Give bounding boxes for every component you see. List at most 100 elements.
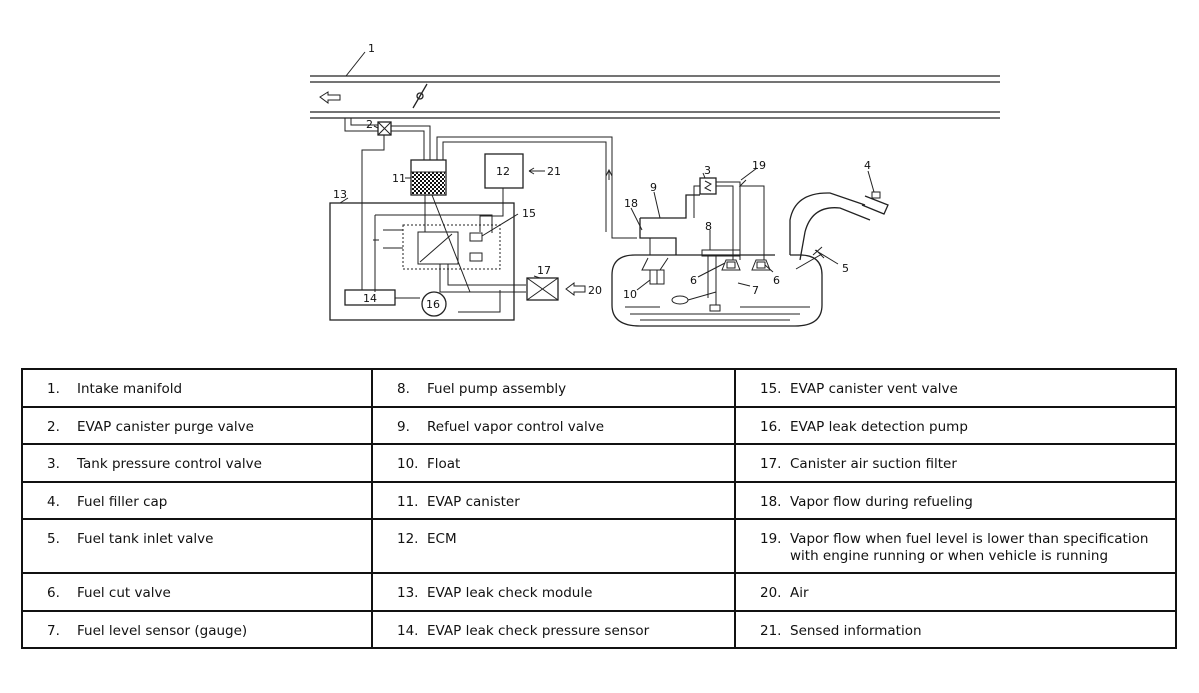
legend-number: 10.	[397, 456, 419, 472]
legend-number: 21.	[760, 622, 782, 639]
legend-number: 20.	[760, 585, 782, 601]
legend-number: 15.	[760, 381, 782, 397]
legend-label: EVAP canister purge valve	[77, 418, 254, 435]
legend-label: Vapor flow during refueling	[790, 493, 973, 510]
legend-number: 13.	[397, 585, 419, 601]
legend-number: 14.	[397, 622, 419, 639]
callout-17: 17	[537, 264, 551, 277]
legend-label: Fuel filler cap	[77, 493, 168, 510]
legend-cell: 19.Vapor flow when fuel level is lower t…	[734, 518, 1177, 574]
legend-number: 7.	[47, 622, 60, 639]
callout-10: 10	[623, 288, 637, 301]
legend-label: Fuel tank inlet valve	[77, 531, 214, 547]
callout-20: 20	[588, 284, 602, 297]
legend-label: EVAP canister	[427, 493, 520, 510]
legend-cell: 5. Fuel tank inlet valve	[21, 518, 373, 574]
callout-9: 9	[650, 181, 657, 194]
evap-canister	[410, 159, 447, 196]
legend-label: Refuel vapor control valve	[427, 418, 605, 435]
legend-cell: 6.Fuel cut valve	[21, 572, 373, 612]
evap-system-diagram: 1 2 3 4 5 6 6 7 8 9 10 11 12 13 14 15 16…	[310, 42, 1000, 327]
legend-label: Sensed information	[790, 622, 922, 639]
air-arrow	[565, 282, 586, 296]
ecm-box	[484, 153, 524, 189]
legend-row: 5. Fuel tank inlet valve 12. ECM 19.Vapor fl…	[21, 518, 1177, 574]
legend-label: Intake manifold	[77, 381, 183, 397]
callout-11: 11	[392, 172, 406, 185]
legend-cell: 21. Sensed information	[734, 609, 1177, 649]
legend-cell: 11. EVAP canister	[371, 480, 736, 520]
legend-number: 8.	[397, 381, 410, 397]
legend-cell: 15. EVAP canister vent valve	[734, 368, 1177, 408]
legend-cell: 8. Fuel pump assembly	[371, 368, 736, 408]
legend-cell: 1. Intake manifold	[21, 368, 373, 408]
callout-6b: 6	[773, 274, 780, 287]
callout-14: 14	[363, 292, 377, 305]
legend-number: 19.	[760, 531, 782, 547]
legend-cell: 16. EVAP leak detection pump	[734, 405, 1177, 445]
legend-row: 4. Fuel filler cap 11. EVAP canister 18. Vapo…	[21, 480, 1177, 520]
callout-1: 1	[368, 42, 375, 55]
legend-table: 1. Intake manifold 8. Fuel pump assembly 15.…	[21, 368, 1177, 649]
legend-cell: 13. EVAP leak check module	[371, 572, 736, 612]
legend-cell: 10. Float	[371, 443, 736, 483]
legend-label: EVAP canister vent valve	[790, 381, 958, 397]
legend-cell: 17. Canister air suction filter	[734, 443, 1177, 483]
legend-label: EVAP leak check module	[427, 585, 593, 601]
legend-number: 2.	[47, 418, 60, 435]
fuel-tank	[611, 254, 823, 327]
purge-valve	[377, 121, 392, 136]
legend-row: 1. Intake manifold 8. Fuel pump assembly 15.…	[21, 368, 1177, 408]
legend-cell: 7. Fuel level sensor (gauge)	[21, 609, 373, 649]
callout-4: 4	[864, 159, 871, 172]
legend-number: 6.	[47, 585, 60, 601]
intake-manifold	[310, 75, 1000, 119]
legend-row: 7. Fuel level sensor (gauge) 14. EVAP leak …	[21, 609, 1177, 649]
legend-number: 1.	[47, 381, 60, 397]
legend-number: 4.	[47, 493, 60, 510]
callout-13: 13	[333, 188, 347, 201]
legend-cell: 9. Refuel vapor control valve	[371, 405, 736, 445]
legend-label: Fuel pump assembly	[427, 381, 567, 397]
legend-label: Tank pressure control valve	[77, 456, 262, 472]
callout-2: 2	[366, 118, 373, 131]
legend-row: 6.Fuel cut valve 13. EVAP leak check modul…	[21, 572, 1177, 612]
legend-row: 3. Tank pressure control valve 10. Float 17.…	[21, 443, 1177, 483]
callout-12: 12	[496, 165, 510, 178]
legend-label: Canister air suction filter	[790, 456, 957, 472]
legend-cell: 18. Vapor flow during refueling	[734, 480, 1177, 520]
legend-label: ECM	[427, 531, 457, 547]
callout-21: 21	[547, 165, 561, 178]
callout-18: 18	[624, 197, 638, 210]
air-suction-filter	[526, 277, 559, 301]
legend-label: Float	[427, 456, 461, 472]
callout-5: 5	[842, 262, 849, 275]
legend-cell: 4. Fuel filler cap	[21, 480, 373, 520]
callout-19: 19	[752, 159, 766, 172]
leader-lines	[339, 51, 875, 291]
legend-number: 16.	[760, 418, 782, 435]
legend-number: 5.	[47, 531, 60, 547]
leak-detection-pump	[421, 291, 447, 317]
legend-cell: 12. ECM	[371, 518, 736, 574]
legend-cell: 14. EVAP leak check pressure sensor	[371, 609, 736, 649]
legend-cell: 3. Tank pressure control valve	[21, 443, 373, 483]
legend-label: EVAP leak check pressure sensor	[427, 622, 650, 639]
legend-number: 12.	[397, 531, 419, 547]
legend-number: 18.	[760, 493, 782, 510]
legend-number: 9.	[397, 418, 410, 435]
legend-label: EVAP leak detection pump	[790, 418, 968, 435]
legend-number: 17.	[760, 456, 782, 472]
legend-label: Air	[790, 585, 809, 601]
callout-15: 15	[522, 207, 536, 220]
callout-8: 8	[705, 220, 712, 233]
callout-3: 3	[704, 164, 711, 177]
callout-16: 16	[426, 298, 440, 311]
legend-row: 2. EVAP canister purge valve 9. Refuel vapo…	[21, 405, 1177, 445]
callout-6a: 6	[690, 274, 697, 287]
legend-number: 3.	[47, 456, 60, 472]
legend-label: Fuel level sensor (gauge)	[77, 622, 248, 639]
legend-number: 11.	[397, 493, 419, 510]
flow-arrow-left	[319, 91, 341, 104]
legend-cell: 2. EVAP canister purge valve	[21, 405, 373, 445]
